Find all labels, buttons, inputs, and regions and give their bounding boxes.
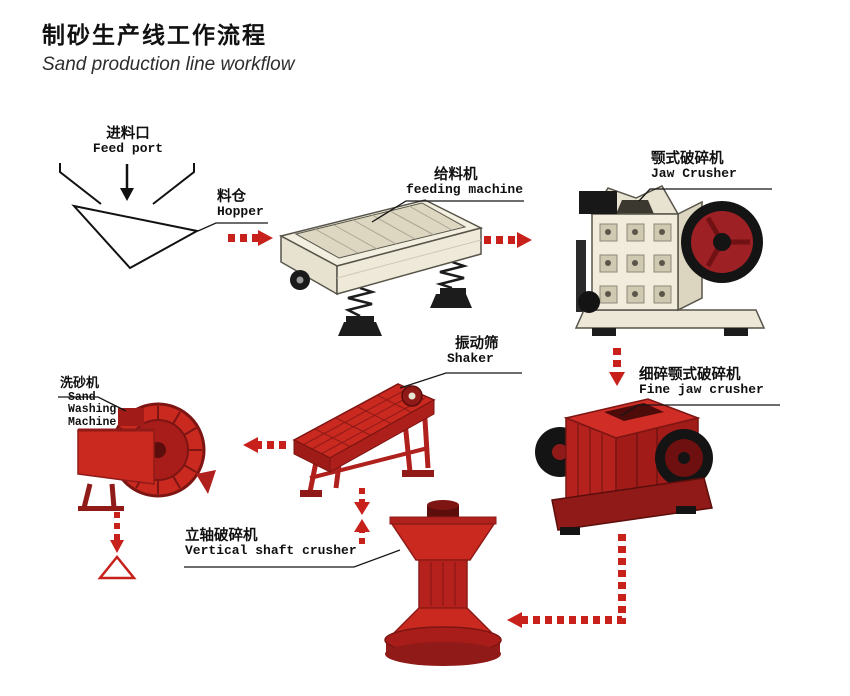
label-feed-port-en: Feed port (92, 141, 164, 157)
arrow-fine-jaw-to-vsi (507, 534, 626, 628)
label-jaw-crusher-en: Jaw Crusher (651, 166, 737, 182)
page-title-zh: 制砂生产线工作流程 (42, 23, 267, 49)
label-jaw-crusher: 颚式破碎机 Jaw Crusher (651, 151, 737, 182)
arrow-shaker-to-vsi-down (354, 488, 370, 515)
label-sand-washing-machine: 洗砂机 Sand Washing Machine (60, 376, 117, 430)
label-fine-jaw-crusher: 细碎颚式破碎机 Fine jaw crusher (639, 367, 764, 398)
arrow-hopper-to-feeder (228, 230, 273, 246)
label-fine-jaw-crusher-zh: 细碎颚式破碎机 (639, 367, 741, 383)
funnel-illustration (59, 163, 195, 205)
title-block: 制砂生产线工作流程 Sand production line workflow (42, 16, 294, 76)
arrow-feeder-to-jaw-crusher (484, 232, 532, 248)
label-vertical-shaft-crusher: 立轴破碎机 Vertical shaft crusher (185, 528, 357, 559)
page-title-en: Sand production line workflow (42, 54, 295, 75)
vertical-shaft-crusher-illustration (384, 500, 502, 666)
label-sand-washing-machine-en-2: Washing (68, 403, 117, 417)
feed-port-arrow (120, 164, 134, 201)
label-feed-port: 进料口 Feed port (84, 126, 172, 157)
hopper-illustration (71, 204, 200, 270)
finished-sand-pile (97, 555, 137, 580)
vsi-top (390, 523, 496, 561)
label-sand-washing-machine-en-1: Sand (68, 390, 96, 404)
label-shaker-zh: 振动筛 (455, 336, 499, 352)
label-feeding-machine-zh: 给料机 (434, 167, 478, 183)
shaker-illustration (292, 383, 436, 497)
label-vertical-shaft-crusher-en: Vertical shaft crusher (185, 543, 357, 559)
label-fine-jaw-crusher-en: Fine jaw crusher (639, 382, 764, 398)
label-sand-washing-machine-zh: 洗砂机 (60, 376, 100, 391)
label-feed-port-zh: 进料口 (106, 126, 150, 142)
sand-washing-machine-illustration (77, 402, 216, 511)
label-feeding-machine: 给料机 feeding machine (406, 167, 523, 198)
fine-jaw-crusher-illustration (535, 398, 713, 535)
label-hopper-zh: 料仓 (217, 189, 246, 205)
label-vertical-shaft-crusher-zh: 立轴破碎机 (185, 528, 258, 544)
jaw-crusher-illustration (574, 185, 766, 336)
label-shaker-en: Shaker (447, 351, 494, 367)
arrow-washer-to-finished-sand (97, 512, 137, 580)
arrow-shaker-to-washer (243, 437, 286, 453)
arrow-jaw-crusher-to-fine-jaw (609, 348, 625, 386)
label-hopper-en: Hopper (217, 204, 264, 220)
label-feeding-machine-en: feeding machine (406, 182, 524, 198)
label-jaw-crusher-zh: 颚式破碎机 (651, 151, 724, 167)
feeding-machine-illustration (278, 199, 484, 336)
label-sand-washing-machine-en-3: Machine (68, 416, 117, 430)
label-shaker: 振动筛 Shaker (447, 336, 499, 367)
arrow-vsi-to-shaker-up (354, 519, 370, 544)
label-callout-lines (58, 188, 780, 568)
washer-trough (77, 429, 155, 485)
label-hopper: 料仓 Hopper (217, 189, 264, 220)
